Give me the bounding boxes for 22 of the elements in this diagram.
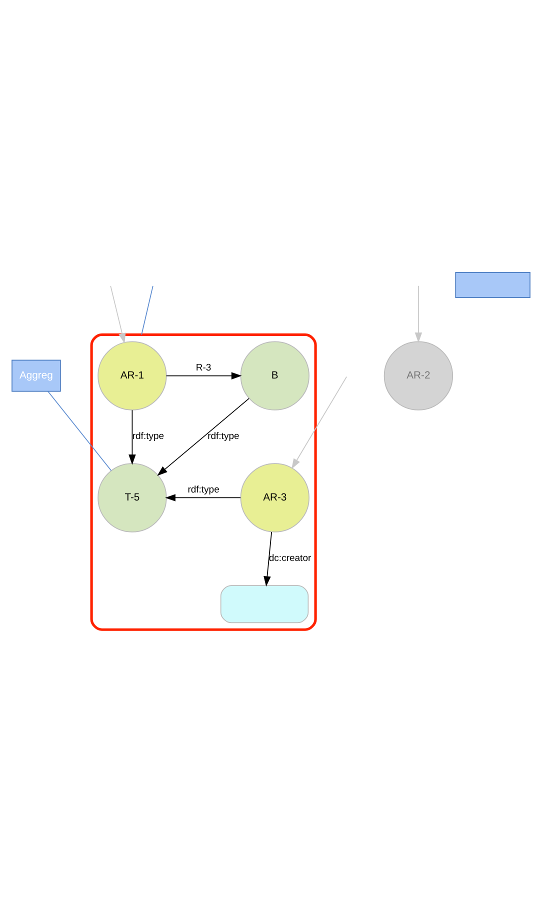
connector (141, 286, 154, 336)
node-circle: B (240, 341, 310, 410)
arrow (414, 286, 422, 343)
edge-label: rdf:type (132, 431, 164, 442)
arrow (157, 398, 250, 476)
node-box (220, 585, 309, 624)
arrow (291, 376, 348, 470)
arrow (264, 532, 272, 587)
node-box (455, 272, 530, 298)
arrow (166, 372, 242, 380)
arrow (110, 286, 126, 344)
node-circle: AR-2 (384, 341, 454, 410)
edge-label: rdf:type (208, 431, 240, 442)
edge-label: R-3 (196, 362, 212, 374)
edge-label: dc:creator (268, 553, 312, 564)
node-box: Aggreg (12, 360, 61, 392)
connector (48, 390, 112, 472)
edge-label: rdf:type (188, 484, 220, 496)
node-circle: AR-3 (240, 463, 310, 532)
arrow (165, 494, 241, 502)
node-circle: AR-1 (98, 341, 167, 410)
arrow (128, 410, 136, 465)
